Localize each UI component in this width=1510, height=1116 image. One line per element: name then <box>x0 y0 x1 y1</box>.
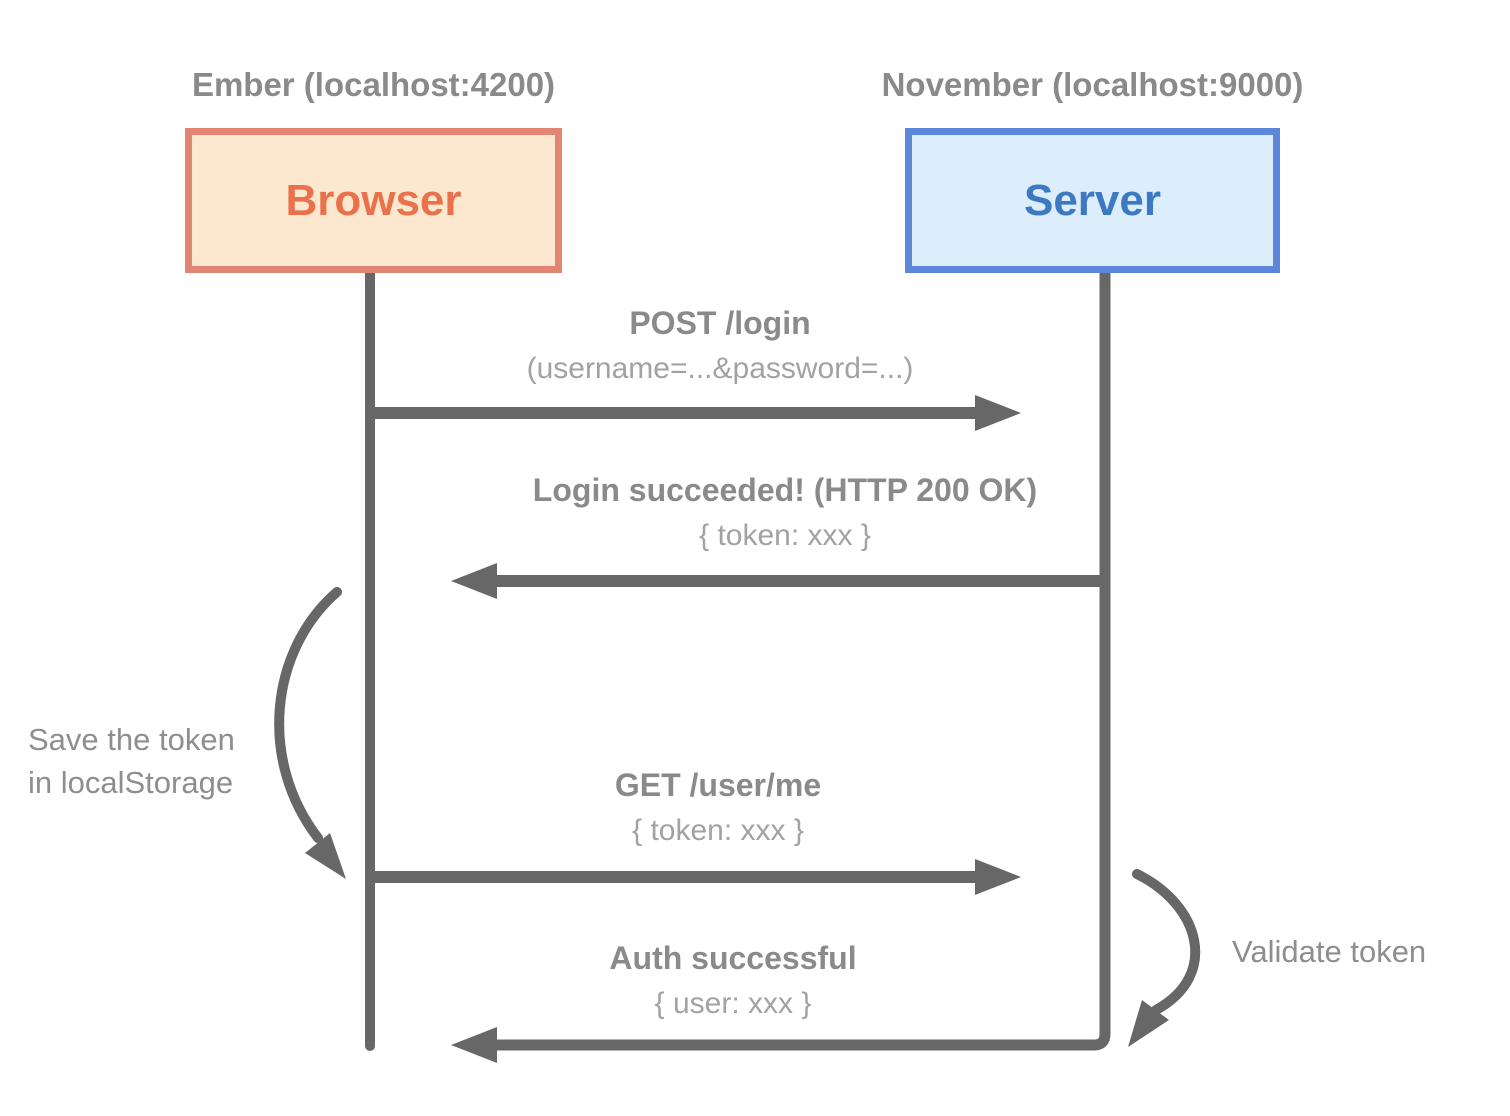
message-get-user-detail: { token: xxx } <box>632 814 804 847</box>
arrow-login-succeeded-head <box>451 563 497 599</box>
validate-token-note: Validate token <box>1232 930 1426 973</box>
message-auth-successful: Auth successful { user: xxx } <box>433 938 1033 1022</box>
message-auth-successful-detail: { user: xxx } <box>654 987 812 1020</box>
arrow-get-user-head <box>975 859 1021 895</box>
browser-actor-box: Browser <box>185 128 562 273</box>
save-token-note-line2: in localStorage <box>28 765 234 800</box>
save-token-curve-head <box>305 833 346 879</box>
validate-token-note-text: Validate token <box>1232 934 1427 969</box>
message-post-login-detail: (username=...&password=...) <box>526 352 914 385</box>
message-login-succeeded-detail: { token: xxx } <box>699 519 871 552</box>
save-token-note-line1: Save the token <box>28 722 235 757</box>
arrow-auth-successful-head <box>451 1027 497 1063</box>
save-token-note: Save the token in localStorage <box>28 718 235 804</box>
browser-actor-label: Browser <box>285 175 462 225</box>
server-actor-box: Server <box>905 128 1280 273</box>
server-actor-label: Server <box>1023 175 1161 225</box>
save-token-curve <box>274 587 342 843</box>
message-post-login: POST /login (username=...&password=...) <box>420 303 1020 387</box>
message-login-succeeded-title: Login succeeded! (HTTP 200 OK) <box>532 472 1038 508</box>
browser-header-label: Ember (localhost:4200) <box>191 66 556 103</box>
server-header-label: November (localhost:9000) <box>881 66 1304 103</box>
message-login-succeeded: Login succeeded! (HTTP 200 OK) { token: … <box>485 470 1085 554</box>
message-get-user-title: GET /user/me <box>614 767 822 803</box>
arrow-post-login-head <box>975 395 1021 431</box>
server-lifeline <box>497 270 1111 1051</box>
message-get-user: GET /user/me { token: xxx } <box>418 765 1018 849</box>
validate-token-curve-head <box>1128 1000 1169 1047</box>
message-post-login-title: POST /login <box>629 305 811 341</box>
validate-token-curve <box>1132 869 1201 1015</box>
message-auth-successful-title: Auth successful <box>609 940 857 976</box>
